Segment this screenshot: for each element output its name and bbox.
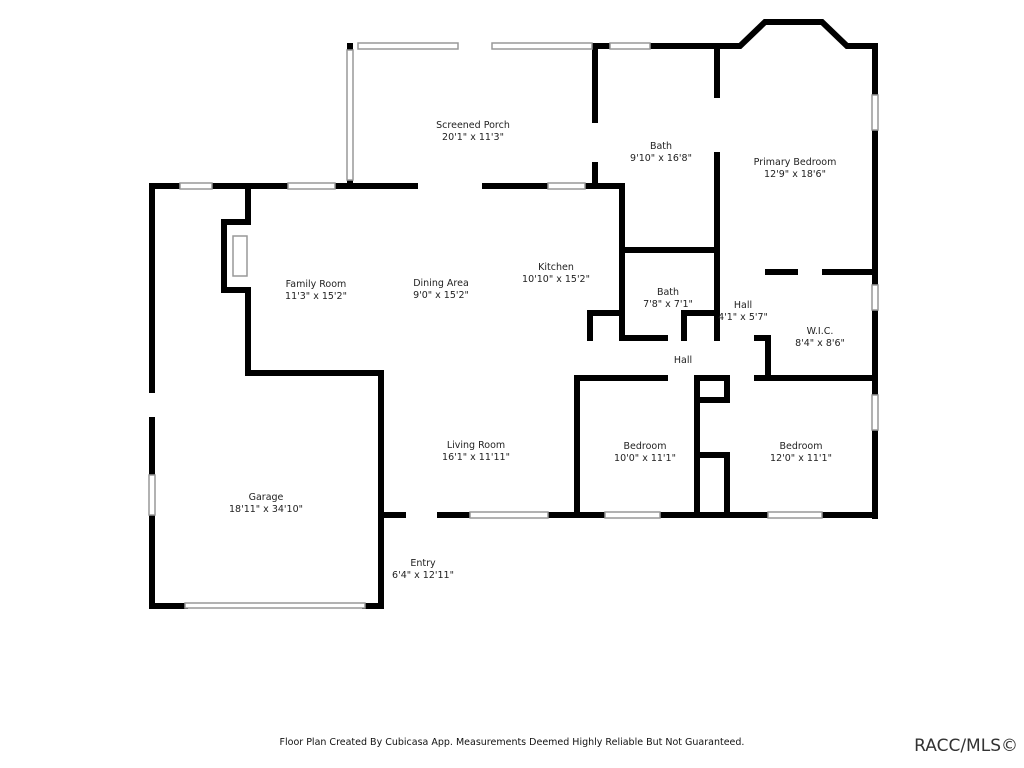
window <box>871 284 879 311</box>
room-name: Kitchen <box>538 262 574 273</box>
room-label-hall-2: Hall <box>674 355 692 367</box>
room-name: Entry <box>410 558 436 569</box>
window <box>346 49 354 181</box>
room-size: 11'3" x 15'2" <box>285 291 347 302</box>
room-size: 6'4" x 12'11" <box>392 570 454 581</box>
window <box>357 42 459 50</box>
fireplace-insert <box>232 235 248 277</box>
window <box>871 394 879 431</box>
disclaimer: Floor Plan Created By Cubicasa App. Meas… <box>279 737 745 748</box>
room-size: 12'0" x 11'1" <box>770 453 832 464</box>
room-size: 9'0" x 15'2" <box>413 290 469 301</box>
window <box>604 511 661 519</box>
room-size: 18'11" x 34'10" <box>229 504 303 515</box>
window <box>179 182 213 190</box>
room-name: W.I.C. <box>806 326 834 337</box>
wall <box>694 375 730 518</box>
window <box>871 94 879 131</box>
room-name: Screened Porch <box>436 120 510 131</box>
room-name: Bath <box>656 287 680 298</box>
watermark: RACC/MLS© <box>914 736 1018 756</box>
room-label-wic: W.I.C.8'4" x 8'6" <box>795 326 845 350</box>
room-size: 4'1" x 5'7" <box>718 312 768 323</box>
room-name: Hall <box>673 355 693 366</box>
window <box>148 474 156 516</box>
room-name: Family Room <box>285 279 347 290</box>
room-name: Bedroom <box>623 441 667 452</box>
wall <box>587 310 720 341</box>
windows <box>148 42 879 609</box>
window <box>491 42 593 50</box>
room-name: Living Room <box>446 440 506 451</box>
room-size: 20'1" x 11'3" <box>442 132 504 143</box>
room-size: 8'4" x 8'6" <box>795 338 845 349</box>
room-name: Primary Bedroom <box>753 157 837 168</box>
room-name: Bedroom <box>779 441 823 452</box>
window <box>287 182 336 190</box>
garage-door <box>184 602 366 609</box>
window <box>767 511 823 519</box>
wall <box>149 183 384 609</box>
window <box>609 42 651 50</box>
window <box>469 511 549 519</box>
room-size: 9'10" x 16'8" <box>630 153 692 164</box>
wall <box>619 269 878 381</box>
room-size: 16'1" x 11'11" <box>442 452 510 463</box>
room-name: Bath <box>649 141 673 152</box>
room-name: Garage <box>248 492 284 503</box>
room-size: 10'0" x 11'1" <box>614 453 676 464</box>
window <box>547 182 586 190</box>
room-size: 12'9" x 18'6" <box>764 169 826 180</box>
room-size: 7'8" x 7'1" <box>643 299 693 310</box>
wall <box>592 19 878 519</box>
wall <box>574 375 878 518</box>
walls <box>149 19 878 609</box>
wall <box>619 47 720 341</box>
wall <box>347 43 598 189</box>
room-size: 10'10" x 15'2" <box>522 274 590 285</box>
room-name: Hall <box>733 300 753 311</box>
wall <box>221 183 251 293</box>
room-name: Dining Area <box>413 278 469 289</box>
